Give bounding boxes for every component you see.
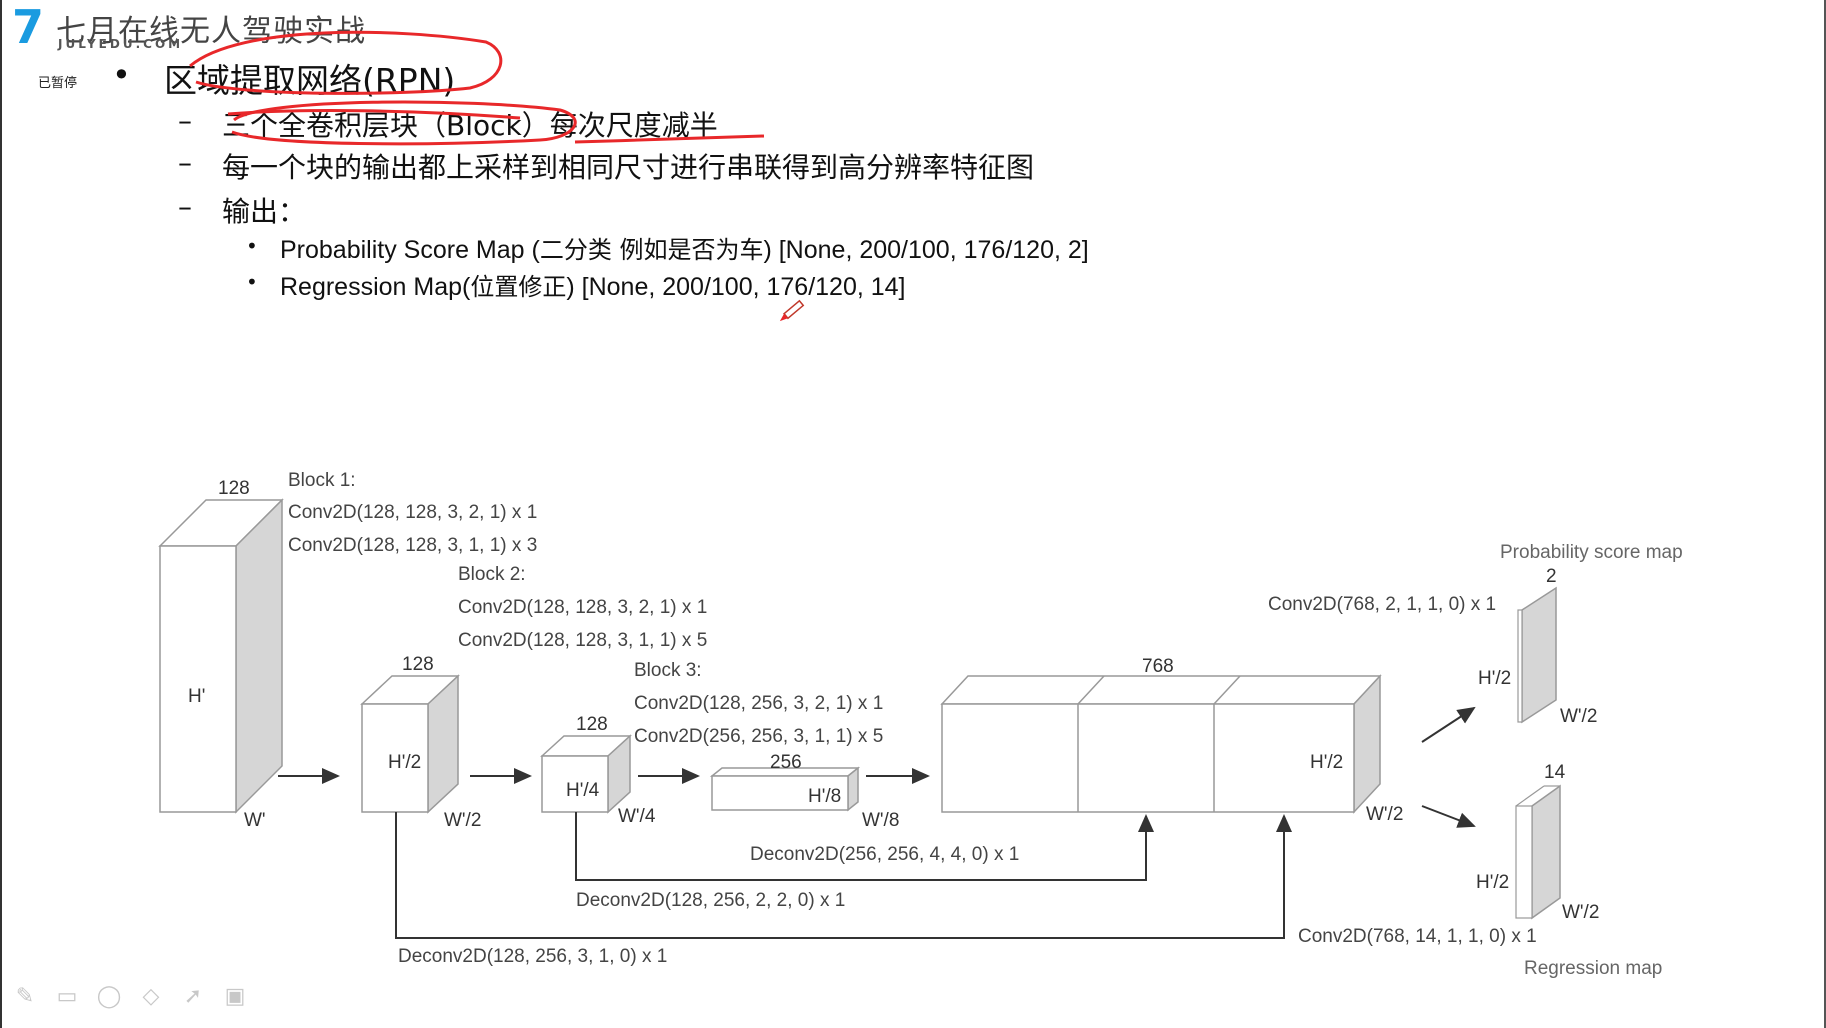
output-probability-b: ) [None, 200/100, 176/120, 2] [763,236,1089,264]
deconv-mid-connector [575,812,1154,881]
block2-box [360,674,460,814]
probability-map-height: H'/2 [1478,668,1511,689]
block2-height: H'/2 [388,752,421,773]
output-probability: Probability Score Map (二分类 例如是否为车) [None… [280,230,1089,265]
regression-map-label: Regression map [1524,958,1662,979]
output-regression-b: ) [None, 200/100, 176/120, 14] [566,273,906,301]
block1-op-2: Conv2D(128, 128, 3, 1, 1) x 3 [288,535,537,556]
brand-logo-icon: 7 [12,0,45,54]
arrow-to-probability [1421,706,1476,743]
deconv-small-label: Deconv2D(256, 256, 4, 4, 0) x 1 [750,844,1019,865]
block3-width: W'/4 [618,806,656,827]
concat-depth: 768 [1142,656,1174,677]
probability-map-width: W'/2 [1560,706,1597,727]
block3-title: Block 3: [634,660,702,681]
annotation-strike [227,109,521,120]
frame-edge-right [1824,0,1826,1028]
block3-height: H'/4 [566,780,600,801]
pointer-icon[interactable]: ➚ [183,984,203,1009]
deconv-mid-label: Deconv2D(128, 256, 2, 2, 0) x 1 [576,890,845,911]
point-upsample: 每一个块的输出都上采样到相同尺寸进行串联得到高分辨率特征图 [222,151,1035,184]
sub-bullet-dot: • [246,270,258,294]
brand-domain: JULYEDU.COM [58,37,184,51]
regression-map-depth: 14 [1544,762,1566,783]
dash-marker: – [178,146,192,179]
block3-depth: 128 [576,714,608,735]
block2-op-1: Conv2D(128, 128, 3, 2, 1) x 1 [458,597,707,618]
regression-map-width: W'/2 [1562,902,1599,923]
regression-map-slab [1515,784,1561,920]
block3-op-2: Conv2D(256, 256, 3, 1, 1) x 5 [634,726,883,747]
block1-width: W' [244,810,266,831]
probability-map-depth: 2 [1546,566,1557,587]
camera-icon[interactable]: ▣ [224,984,246,1009]
output-regression-a: Regression Map( [280,273,471,301]
probability-conv-label: Conv2D(768, 2, 1, 1, 0) x 1 [1268,594,1496,615]
red-annotations [189,30,765,146]
regression-conv-label: Conv2D(768, 14, 1, 1, 0) x 1 [1298,926,1537,947]
block4-height: H'/8 [808,786,841,807]
block3-op-1: Conv2D(128, 256, 3, 2, 1) x 1 [634,693,883,714]
player-status: 已暂停 [38,76,78,91]
block1-title: Block 1: [288,470,356,491]
whiteboard-icon[interactable]: ▭ [56,984,78,1009]
probability-map-label: Probability score map [1500,542,1683,563]
block4-box [709,766,861,812]
output-probability-a: Probability Score Map ( [280,236,540,264]
output-regression-cn: 位置修正 [470,273,567,301]
concat-width: W'/2 [1366,804,1403,825]
output-regression: Regression Map(位置修正) [None, 200/100, 176… [280,267,906,302]
block1-op-1: Conv2D(128, 128, 3, 2, 1) x 1 [288,502,537,523]
block4-depth: 256 [770,752,802,773]
block2-title: Block 2: [458,564,526,585]
block1-height: H' [188,686,205,707]
probability-map-slab [1517,586,1557,724]
deconv-large-label: Deconv2D(128, 256, 3, 1, 0) x 1 [398,946,667,967]
block3-box [540,734,632,814]
dash-marker: – [178,104,192,137]
block2-width: W'/2 [444,810,481,831]
block1-box [158,498,284,814]
regression-map-height: H'/2 [1476,872,1509,893]
pen-icon[interactable]: ✎ [15,984,35,1009]
annotation-toolbar: ✎ ▭ ◯ ◇ ➚ ▣ [12,984,248,1010]
annotation-underline [574,134,765,144]
block1-depth: 128 [218,478,250,499]
annotation-block-oval [231,100,577,146]
sub-bullet-dot: • [246,234,258,258]
eraser-icon[interactable]: ◇ [142,984,160,1009]
pen-cursor-icon [779,299,805,322]
point-output: 输出： [222,195,307,228]
frame-edge-left [0,0,2,1028]
dash-marker: – [178,190,192,223]
block2-depth: 128 [402,654,434,675]
lasso-icon[interactable]: ◯ [96,984,122,1009]
concat-height: H'/2 [1310,752,1343,773]
brand-name: 七月在线无人驾驶实战 [56,14,366,49]
bullet-dot: • [112,56,131,94]
output-probability-cn: 二分类 例如是否为车 [539,236,764,264]
block2-op-2: Conv2D(128, 128, 3, 1, 1) x 5 [458,630,707,651]
block4-width: W'/8 [862,810,899,831]
concat-box [940,674,1382,814]
annotation-title-oval [189,30,503,95]
deconv-large-connector [395,812,1292,939]
arrow-to-regression [1421,805,1476,828]
